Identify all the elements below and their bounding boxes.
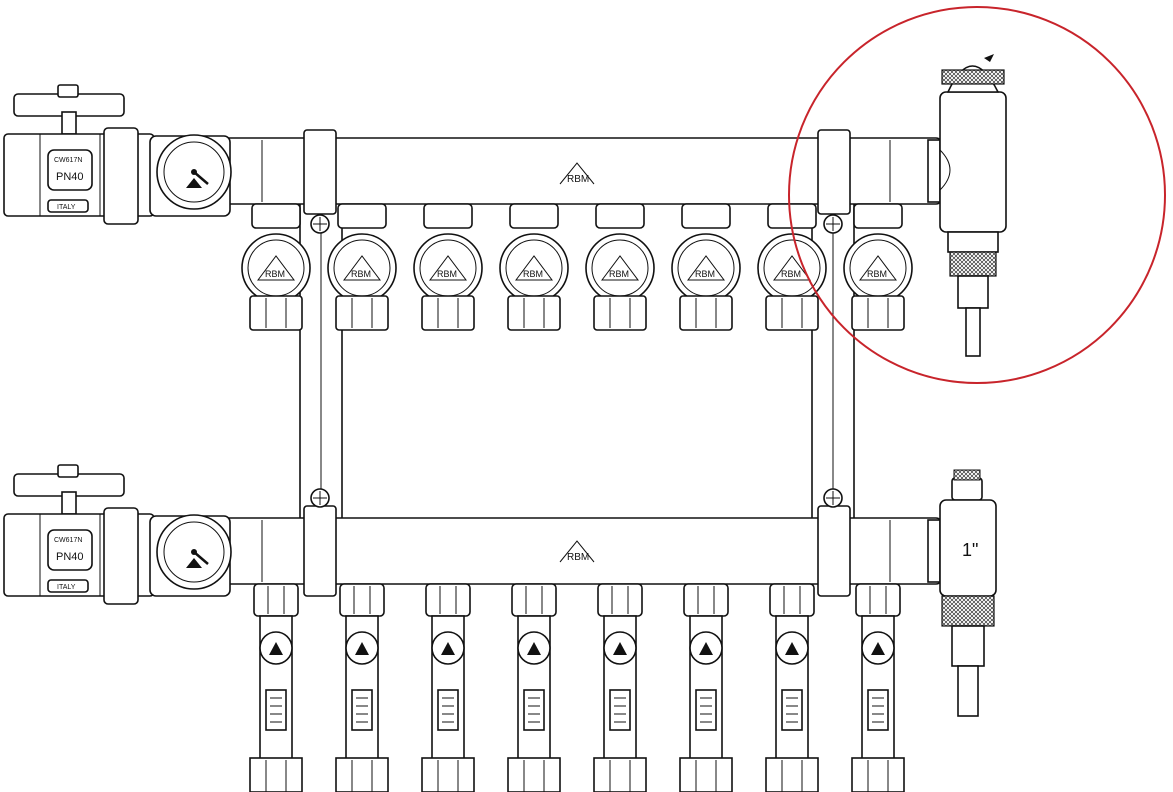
flow-meter-icon (421, 583, 475, 792)
supply-outlet-valve: RBM (241, 203, 311, 331)
flow-meter-icon (593, 583, 647, 792)
svg-text:1": 1" (962, 540, 978, 560)
highlight-circle (788, 6, 1166, 384)
supply-outlet-valve: RBM (413, 203, 483, 331)
drain-fitting-icon: 1" (927, 469, 997, 717)
rbm-logo: RBM (559, 162, 595, 185)
svg-text:ITALY: ITALY (57, 584, 76, 591)
rbm-logo: RBM (867, 269, 887, 279)
svg-text:ITALY: ITALY (57, 204, 76, 211)
air-vent-icon (927, 54, 1007, 357)
svg-text:RBM: RBM (567, 174, 589, 185)
flow-meter-icon (507, 583, 561, 792)
flow-meter-icon (249, 583, 303, 792)
rbm-logo: RBM (559, 540, 595, 563)
rbm-logo: RBM (695, 269, 715, 279)
rbm-logo: RBM (265, 269, 285, 279)
ball-valve-icon: CW617N PN40 ITALY (3, 84, 155, 225)
rbm-logo: RBM (781, 269, 801, 279)
rbm-logo: RBM (609, 269, 629, 279)
flow-meter-icon (679, 583, 733, 792)
supply-outlet-valve: RBM (499, 203, 569, 331)
return-manifold-bar: RBM (221, 488, 943, 597)
support-rails (299, 189, 855, 521)
svg-text:CW617N: CW617N (54, 157, 82, 164)
rbm-logo: RBM (437, 269, 457, 279)
supply-outlet-valve: RBM (585, 203, 655, 331)
flow-meter-icon (765, 583, 819, 792)
supply-outlet-valve: RBM (757, 203, 827, 331)
rbm-logo: RBM (523, 269, 543, 279)
flow-meter-icon (335, 583, 389, 792)
svg-text:PN40: PN40 (56, 171, 84, 183)
return-outlets (249, 583, 905, 792)
thermometer-gauge-icon (149, 514, 232, 597)
svg-text:CW617N: CW617N (54, 537, 82, 544)
supply-outlet-valve: RBM (843, 203, 913, 331)
svg-text:RBM: RBM (567, 552, 589, 563)
supply-outlet-valve: RBM (671, 203, 741, 331)
rbm-logo: RBM (351, 269, 371, 279)
ball-valve-icon: CW617N PN40 ITALY (3, 464, 155, 605)
thermometer-gauge-icon (149, 134, 232, 217)
svg-text:PN40: PN40 (56, 551, 84, 563)
supply-outlets: RBM RBM RBM RBM RBM RBM RBM RBM (241, 203, 913, 331)
supply-outlet-valve: RBM (327, 203, 397, 331)
flow-meter-icon (851, 583, 905, 792)
